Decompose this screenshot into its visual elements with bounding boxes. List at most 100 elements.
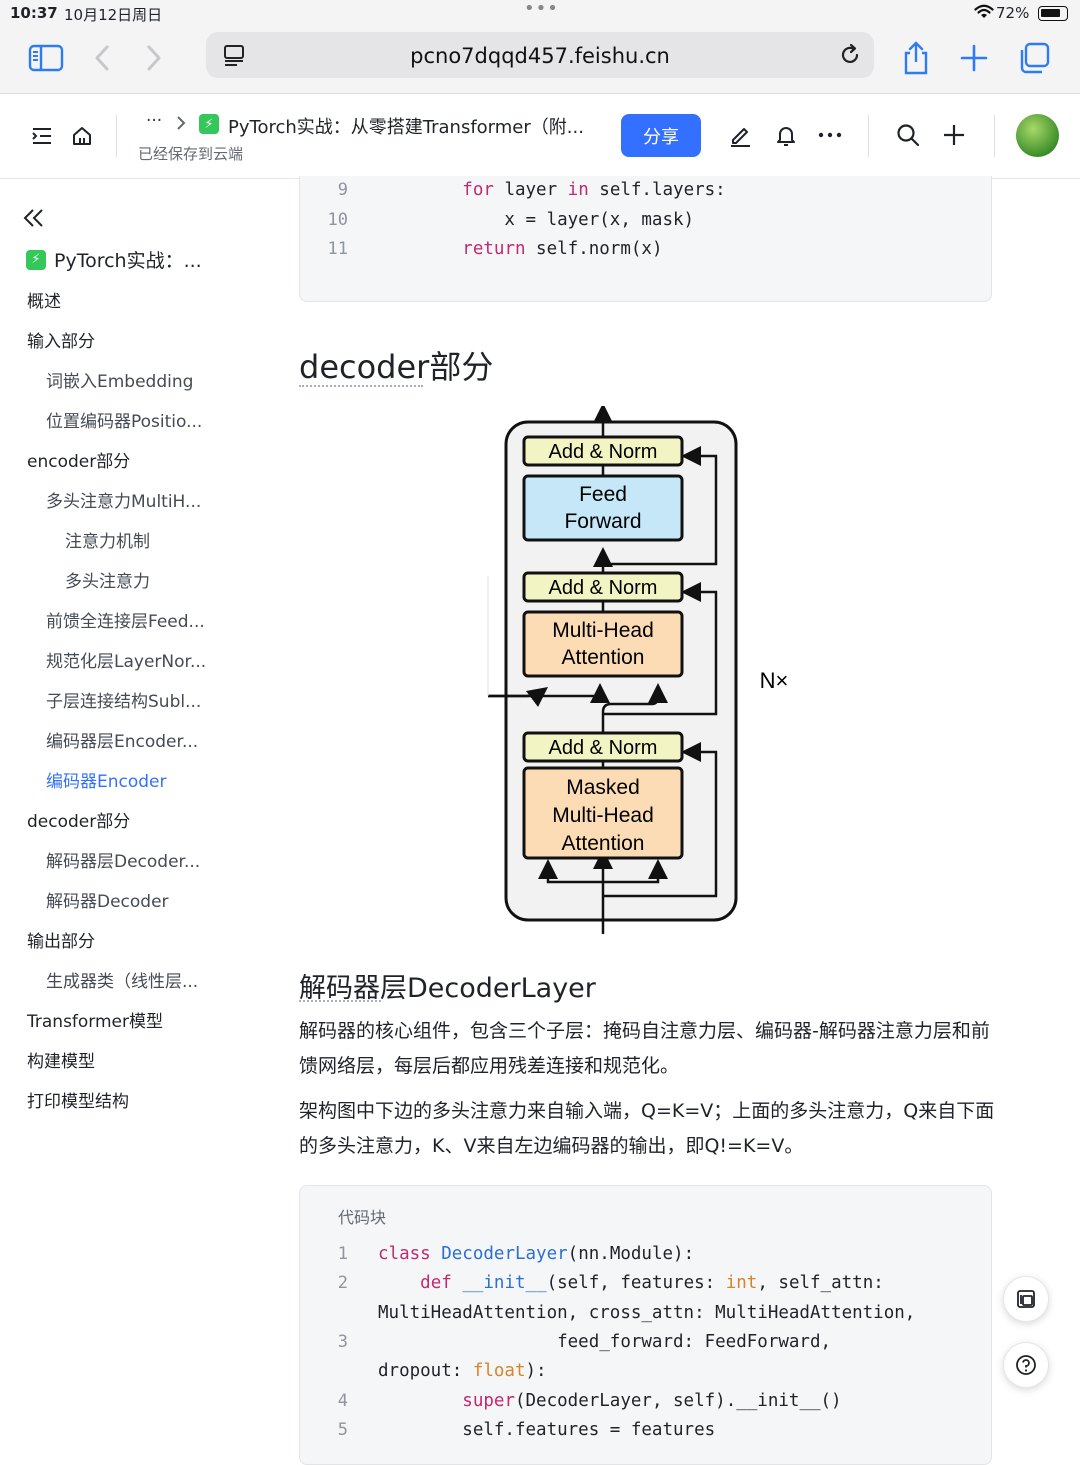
battery-percent: 72% <box>996 4 1030 22</box>
code-token: int <box>725 1273 758 1294</box>
browser-toolbar: pcno7dqqd457.feishu.cn <box>0 28 1080 94</box>
toc-item[interactable]: 编码器Encoder <box>46 772 167 792</box>
app-header: ··· ⚡ PyTorch实战：从零搭建Transformer（附... 已经保… <box>0 95 1080 179</box>
avatar[interactable] <box>1016 114 1059 157</box>
code-line: dropout: float): <box>378 1361 547 1381</box>
toc-item[interactable]: 输出部分 <box>27 932 95 952</box>
code-line: self.features = features <box>378 1420 715 1440</box>
code-token <box>378 1391 462 1411</box>
line-number: 10 <box>327 209 348 230</box>
svg-text:Attention: Attention <box>562 832 645 855</box>
code-token: __init__ <box>462 1273 547 1294</box>
toc-item[interactable]: 构建模型 <box>27 1052 95 1072</box>
code-line: x = layer(x, mask) <box>378 210 694 230</box>
toc-item[interactable]: 规范化层LayerNor... <box>46 652 207 672</box>
tabs-overview-icon[interactable] <box>1014 38 1054 78</box>
battery-icon <box>1038 6 1068 21</box>
doc-title[interactable]: PyTorch实战：从零搭建Transformer（附... <box>228 117 584 138</box>
code-line: super(DecoderLayer, self).__init__() <box>378 1390 842 1411</box>
code-block-label: 代码块 <box>338 1208 387 1227</box>
share-button[interactable]: 分享 <box>621 114 701 157</box>
code-line: class DecoderLayer(nn.Module): <box>378 1244 694 1264</box>
svg-text:Add & Norm: Add & Norm <box>549 441 658 463</box>
svg-text:Multi-Head: Multi-Head <box>552 619 654 642</box>
help-icon <box>1016 1355 1036 1375</box>
code-token <box>378 239 462 259</box>
toc-item[interactable]: 多头注意力 <box>65 572 150 592</box>
add-icon[interactable] <box>936 117 972 153</box>
toc-item[interactable]: Transformer模型 <box>27 1012 164 1032</box>
toc-root-label: PyTorch实战：... <box>54 250 202 272</box>
svg-text:Feed: Feed <box>579 483 627 506</box>
share-sheet-icon[interactable] <box>896 38 936 78</box>
code-token: (DecoderLayer, self).__init__() <box>514 1390 842 1411</box>
toc-item[interactable]: 子层连接结构Subl... <box>46 692 202 712</box>
toc-item[interactable]: 位置编码器Positio... <box>46 412 203 432</box>
reader-mode-icon[interactable] <box>222 43 246 67</box>
code-token: for <box>462 180 494 200</box>
line-number: 2 <box>337 1273 348 1294</box>
more-icon[interactable] <box>812 117 848 153</box>
toc-item[interactable]: 前馈全连接层Feed... <box>46 612 205 632</box>
new-tab-icon[interactable] <box>954 38 994 78</box>
toc-root[interactable]: ⚡ PyTorch实战：... <box>26 246 202 273</box>
toc-item[interactable]: 生成器类（线性层... <box>46 972 199 992</box>
doc-type-icon: ⚡ <box>26 249 46 270</box>
save-status: 已经保存到云端 <box>138 145 244 163</box>
code-token: , self_attn: <box>757 1273 884 1294</box>
line-number: 5 <box>337 1419 348 1440</box>
toc-item[interactable]: encoder部分 <box>27 452 131 472</box>
code-token: MultiHeadAttention, cross_attn: MultiHea… <box>378 1302 916 1323</box>
toc-item[interactable]: decoder部分 <box>27 812 131 832</box>
toc-item[interactable]: 编码器层Encoder... <box>46 732 199 752</box>
toc-item[interactable]: 输入部分 <box>27 332 95 352</box>
code-token: in <box>567 180 589 200</box>
code-token <box>378 1273 420 1293</box>
status-time: 10:37 <box>10 4 58 22</box>
code-token <box>431 1244 442 1264</box>
multitask-dots-icon[interactable]: ••• <box>524 0 559 19</box>
code-token <box>452 1273 463 1293</box>
paragraph: 解码器的核心组件，包含三个子层：掩码自注意力层、编码器-解码器注意力层和前馈网络… <box>299 1020 990 1077</box>
toc-item[interactable]: 多头注意力MultiH... <box>46 492 202 512</box>
residual-connection-3 <box>603 446 718 566</box>
header-divider <box>994 115 995 157</box>
breadcrumb-more[interactable]: ··· <box>146 111 163 131</box>
back-icon[interactable] <box>82 38 122 78</box>
code-line: for layer in self.layers: <box>378 180 725 200</box>
code-token: feed_forward: FeedForward, <box>378 1331 832 1352</box>
toc-item[interactable]: 词嵌入Embedding <box>46 372 194 392</box>
comment-button[interactable] <box>1003 1276 1049 1322</box>
outline-toggle-icon[interactable] <box>24 118 60 154</box>
collapse-sidebar-icon[interactable] <box>22 208 46 228</box>
svg-text:Multi-Head: Multi-Head <box>552 804 654 827</box>
comment-icon <box>1017 1290 1035 1308</box>
home-icon[interactable] <box>64 118 100 154</box>
code-token: class <box>378 1244 431 1264</box>
code-token: self.features = features <box>378 1419 716 1440</box>
reload-icon[interactable] <box>838 43 862 67</box>
code-token: DecoderLayer <box>441 1244 568 1264</box>
toc-item[interactable]: 打印模型结构 <box>27 1092 129 1112</box>
search-icon[interactable] <box>890 117 926 153</box>
masked-mha-label: Masked <box>566 776 640 799</box>
toc-item[interactable]: 解码器层Decoder... <box>46 852 201 872</box>
edit-icon[interactable] <box>722 117 758 153</box>
toc-item[interactable]: 概述 <box>27 292 61 312</box>
bell-icon[interactable] <box>768 117 804 153</box>
code-token: dropout: <box>378 1361 473 1382</box>
help-button[interactable] <box>1003 1342 1049 1388</box>
address-bar[interactable]: pcno7dqqd457.feishu.cn <box>206 32 874 78</box>
svg-text:Attention: Attention <box>562 646 645 669</box>
toc-item[interactable]: 解码器Decoder <box>46 892 169 912</box>
sidebar-toggle-icon[interactable] <box>26 38 66 78</box>
document-content: 9 for layer in self.layers: 10 x = layer(… <box>270 176 1080 1465</box>
decoder-architecture-diagram: Masked Multi-Head Attention Add & Norm M… <box>487 406 788 934</box>
line-number: 9 <box>337 180 348 200</box>
doc-type-icon: ⚡ <box>199 114 219 134</box>
forward-icon[interactable] <box>134 38 174 78</box>
code-token: layer <box>493 180 568 200</box>
svg-text:Add & Norm: Add & Norm <box>549 577 658 599</box>
toc-item[interactable]: 注意力机制 <box>65 532 150 552</box>
